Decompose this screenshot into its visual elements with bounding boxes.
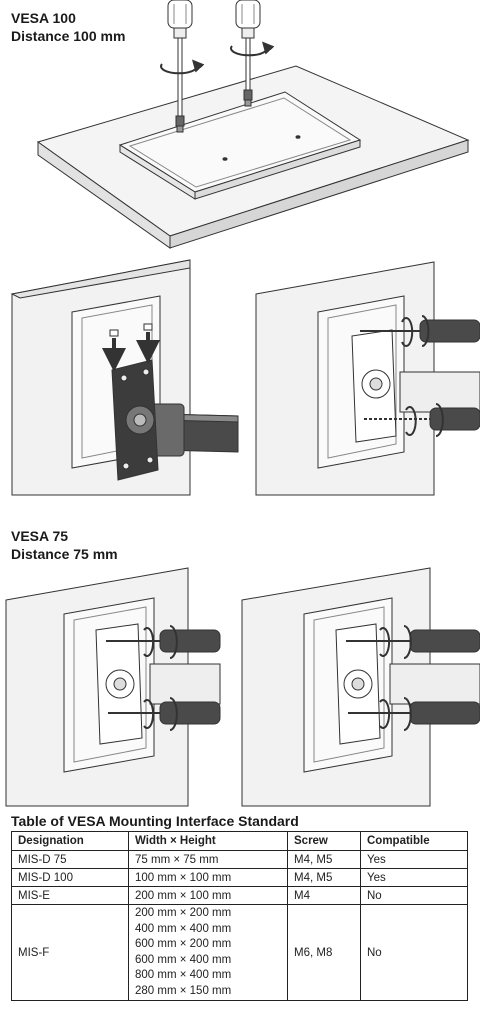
vesa100-title: VESA 100 xyxy=(11,10,76,26)
table-row: MIS-E 200 mm × 100 mm M4 No xyxy=(11,886,468,905)
table-title: Table of VESA Mounting Interface Standar… xyxy=(11,813,299,829)
cell-size: 200 mm × 200 mm xyxy=(135,907,232,919)
rotate-arrow-icon xyxy=(401,315,444,437)
cell-screw: M4, M5 xyxy=(287,850,361,869)
illustration-bracket-screwed xyxy=(255,261,480,496)
cell-size: 600 mm × 400 mm xyxy=(135,953,232,966)
cell-screw: M4 xyxy=(287,886,361,905)
illustration-flat-monitor xyxy=(36,65,470,249)
vesa100-subtitle: Distance 100 mm xyxy=(11,28,126,44)
rotate-arrow-icon xyxy=(379,625,412,731)
cell-compatible: No xyxy=(360,886,468,905)
cell-compatible: Yes xyxy=(360,868,468,887)
vesa75-heading: VESA 75 Distance 75 mm xyxy=(11,527,118,563)
illustration-bracket-insert xyxy=(10,259,239,496)
illustration-vesa75-left xyxy=(5,567,221,807)
cell-designation: MIS-E xyxy=(11,886,129,905)
screwdriver-icon xyxy=(235,0,261,107)
vesa-standard-table: Designation Width × Height Screw Compati… xyxy=(11,831,468,1001)
cell-size-list: 200 mm × 200 mm 400 mm × 400 mm 600 mm ×… xyxy=(128,904,288,1001)
table-row: MIS-F 200 mm × 200 mm 400 mm × 400 mm 60… xyxy=(11,904,468,1001)
screwdriver-icon xyxy=(167,0,193,133)
col-header-screw: Screw xyxy=(287,831,361,851)
cell-screw: M6, M8 xyxy=(287,904,361,1001)
vesa75-title: VESA 75 xyxy=(11,528,69,544)
rotate-arrow-icon xyxy=(230,41,275,57)
cell-designation: MIS-F xyxy=(11,904,129,1001)
rotate-arrow-icon xyxy=(143,625,178,731)
mounting-illustrations xyxy=(5,0,480,807)
cell-size: 800 mm × 400 mm xyxy=(135,969,232,981)
cell-size: 200 mm × 100 mm xyxy=(128,886,288,905)
table-row: MIS-D 75 75 mm × 75 mm M4, M5 Yes xyxy=(11,850,468,869)
table-header-row: Designation Width × Height Screw Compati… xyxy=(11,831,468,851)
cell-compatible: No xyxy=(360,904,468,1001)
table-row: MIS-D 100 100 mm × 100 mm M4, M5 Yes xyxy=(11,868,468,887)
vesa75-subtitle: Distance 75 mm xyxy=(11,546,118,562)
vesa100-heading: VESA 100 Distance 100 mm xyxy=(11,9,125,45)
cell-size: 280 mm × 150 mm xyxy=(135,984,232,997)
cell-screw: M4, M5 xyxy=(287,868,361,887)
col-header-width-height: Width × Height xyxy=(128,831,288,851)
col-header-designation: Designation xyxy=(11,831,129,851)
col-header-compatible: Compatible xyxy=(360,831,468,851)
cell-size: 100 mm × 100 mm xyxy=(128,868,288,887)
rotate-arrow-icon xyxy=(160,59,205,75)
cell-compatible: Yes xyxy=(360,850,468,869)
cell-size: 75 mm × 75 mm xyxy=(128,850,288,869)
cell-size: 600 mm × 200 mm xyxy=(135,938,232,950)
cell-size: 400 mm × 400 mm xyxy=(135,922,232,935)
cell-designation: MIS-D 75 xyxy=(11,850,129,869)
cell-designation: MIS-D 100 xyxy=(11,868,129,887)
illustration-vesa75-right xyxy=(241,567,480,807)
